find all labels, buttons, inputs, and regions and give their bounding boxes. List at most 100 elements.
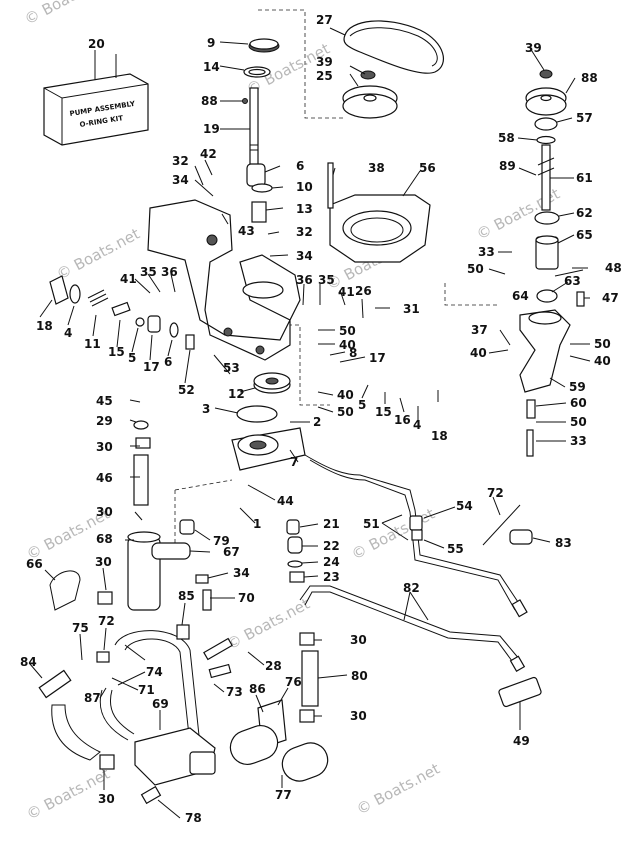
- callout-1: 1: [253, 517, 261, 531]
- callout-72: 72: [98, 614, 115, 628]
- callout-21: 21: [323, 517, 340, 531]
- callout-40: 40: [470, 346, 487, 360]
- callout-64: 64: [512, 289, 529, 303]
- callout-9: 9: [207, 36, 215, 50]
- callout-6: 6: [164, 355, 172, 369]
- callout-34: 34: [233, 566, 250, 580]
- callout-2: 2: [313, 415, 321, 429]
- callout-5: 5: [358, 398, 366, 412]
- callout-40: 40: [337, 388, 354, 402]
- callout-73: 73: [226, 685, 243, 699]
- return-line: [299, 585, 526, 673]
- callout-55: 55: [447, 542, 464, 556]
- callout-40: 40: [594, 354, 611, 368]
- pump-assembly-oring-kit: PUMP ASSEMBLY O-RING KIT: [43, 50, 149, 146]
- callout-4: 4: [64, 326, 72, 340]
- callout-43: 43: [238, 224, 255, 238]
- callout-18: 18: [36, 319, 53, 333]
- callout-88: 88: [201, 94, 218, 108]
- callout-57: 57: [576, 111, 593, 125]
- callout-3: 3: [202, 402, 210, 416]
- callout-29: 29: [96, 414, 113, 428]
- callout-12: 12: [228, 387, 245, 401]
- callout-34: 34: [296, 249, 313, 263]
- center-hose: [229, 504, 542, 782]
- callout-numbers: 20 9 14 88 19 27 39 25 39 88 57 58 89 61…: [20, 13, 622, 825]
- callout-10: 10: [296, 180, 313, 194]
- callout-87: 87: [84, 691, 101, 705]
- callout-33: 33: [478, 245, 495, 259]
- callout-82: 82: [403, 581, 420, 595]
- callout-15: 15: [108, 345, 125, 359]
- callout-65: 65: [576, 228, 593, 242]
- callout-26: 26: [355, 284, 372, 298]
- callout-83: 83: [555, 536, 572, 550]
- callout-35: 35: [140, 265, 157, 279]
- callout-61: 61: [576, 171, 593, 185]
- watermark: © Boats.net: [223, 595, 312, 654]
- pump-housing-56: [327, 162, 431, 263]
- callout-39: 39: [316, 55, 333, 69]
- callout-54: 54: [456, 499, 473, 513]
- callout-66: 66: [26, 557, 43, 571]
- steering-bracket: [147, 199, 301, 423]
- callout-67: 67: [223, 545, 240, 559]
- callout-38: 38: [368, 161, 385, 175]
- watermark: © Boats.net: [353, 760, 442, 819]
- callout-8: 8: [349, 346, 357, 360]
- callout-62: 62: [576, 206, 593, 220]
- callout-52: 52: [178, 383, 195, 397]
- callout-80: 80: [351, 669, 368, 683]
- callout-42: 42: [200, 147, 217, 161]
- callout-15: 15: [375, 405, 392, 419]
- callout-35: 35: [318, 273, 335, 287]
- callout-86: 86: [249, 682, 266, 696]
- callout-13: 13: [296, 202, 313, 216]
- callout-17: 17: [369, 351, 386, 365]
- callout-40: 40: [339, 338, 356, 352]
- callout-56: 56: [419, 161, 436, 175]
- callout-11: 11: [84, 337, 101, 351]
- callout-70: 70: [238, 591, 255, 605]
- callout-19: 19: [203, 122, 220, 136]
- callout-89: 89: [499, 159, 516, 173]
- callout-50: 50: [594, 337, 611, 351]
- left-valve-parts: [49, 275, 195, 350]
- callout-84: 84: [20, 655, 37, 669]
- callout-30: 30: [95, 555, 112, 569]
- callout-48: 48: [605, 261, 622, 275]
- callout-20: 20: [88, 37, 105, 51]
- callout-58: 58: [498, 131, 515, 145]
- callout-72: 72: [487, 486, 504, 500]
- callout-23: 23: [323, 570, 340, 584]
- callout-39: 39: [525, 41, 542, 55]
- callout-46: 46: [96, 471, 113, 485]
- callout-32: 32: [172, 154, 189, 168]
- right-bracket-59: [519, 309, 571, 457]
- callout-68: 68: [96, 532, 113, 546]
- callout-77: 77: [275, 788, 292, 802]
- callout-53: 53: [223, 361, 240, 375]
- watermark: © Boats.net: [348, 505, 437, 564]
- callout-30: 30: [350, 709, 367, 723]
- callout-7: 7: [290, 455, 298, 469]
- callout-47: 47: [602, 291, 619, 305]
- callout-79: 79: [213, 534, 230, 548]
- callout-4: 4: [413, 418, 421, 432]
- callout-69: 69: [152, 697, 169, 711]
- callout-17: 17: [143, 360, 160, 374]
- callout-31: 31: [403, 302, 420, 316]
- callout-49: 49: [513, 734, 530, 748]
- pressure-line: [231, 427, 528, 618]
- callout-63: 63: [564, 274, 581, 288]
- callout-32: 32: [296, 225, 313, 239]
- callout-59: 59: [569, 380, 586, 394]
- callout-50: 50: [339, 324, 356, 338]
- callout-22: 22: [323, 539, 340, 553]
- callout-14: 14: [203, 60, 220, 74]
- callout-50: 50: [337, 405, 354, 419]
- callout-51: 51: [363, 517, 380, 531]
- callout-30: 30: [96, 505, 113, 519]
- belt-and-pulleys: [342, 20, 585, 307]
